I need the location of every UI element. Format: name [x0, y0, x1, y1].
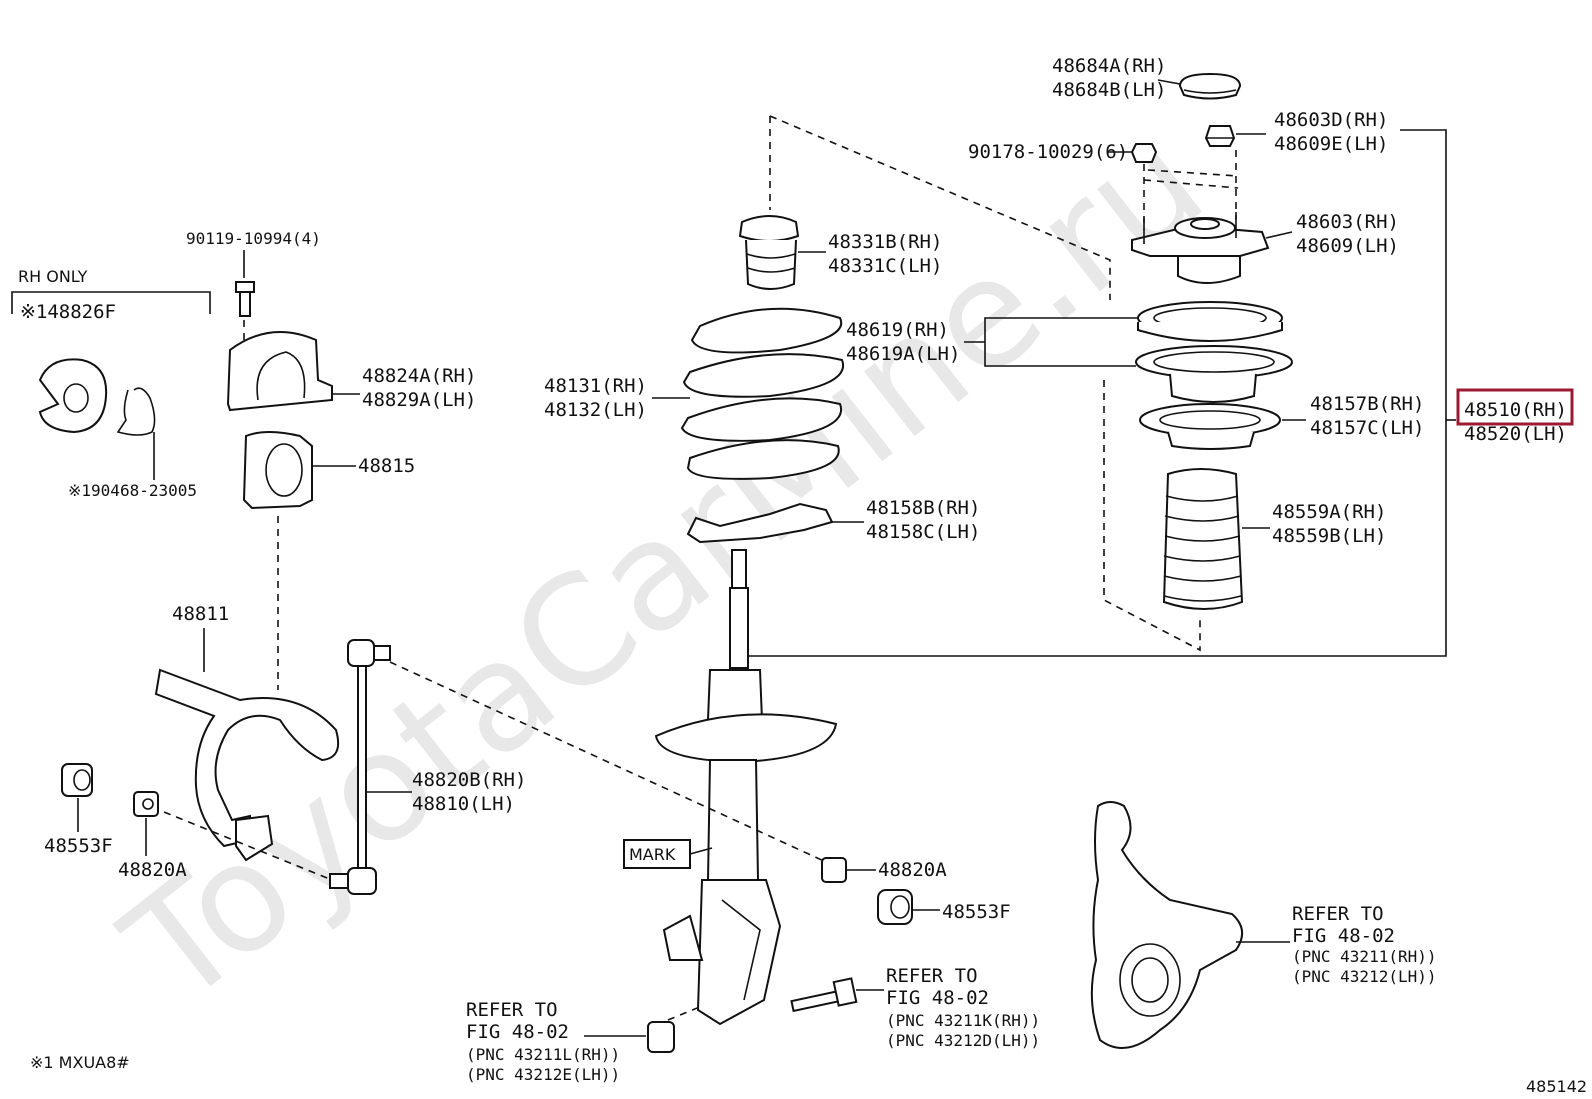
label-48331b: 48331B(RH): [828, 231, 942, 253]
bearing-48619[interactable]: [1137, 301, 1283, 342]
steering-knuckle-43211[interactable]: [1090, 801, 1243, 1049]
label-48820b: 48820B(RH): [412, 769, 526, 791]
refer-knuckle-line4: (PNC 43212(LH)): [1292, 967, 1437, 986]
label-48553f-left: 48553F: [44, 835, 113, 857]
label-48603: 48603(RH): [1296, 211, 1399, 233]
refer-nut-line4: (PNC 43212E(LH)): [466, 1065, 620, 1084]
insulator-48157[interactable]: [1139, 403, 1281, 450]
refer-knuckle-line3: (PNC 43211(RH)): [1292, 947, 1437, 966]
label-48619: 48619(RH): [846, 319, 949, 341]
refer-knuckle-line2: FIG 48-02: [1292, 925, 1395, 947]
label-48520: 48520(LH): [1464, 423, 1567, 445]
label-48157c: 48157C(LH): [1310, 417, 1424, 439]
rh-only-label: RH ONLY: [18, 267, 88, 286]
nut-90178[interactable]: [1130, 143, 1158, 163]
refer-bolt-line4: (PNC 43212D(LH)): [886, 1031, 1040, 1050]
footnote: ※1 MXUA8#: [30, 1053, 130, 1072]
label-48158c: 48158C(LH): [866, 521, 980, 543]
nut-48603d[interactable]: [1204, 125, 1236, 147]
insulator-48158[interactable]: [686, 502, 834, 544]
stabilizer-link-48820b[interactable]: [329, 639, 391, 895]
label-90119: 90119-10994(4): [186, 229, 321, 248]
nut-48820a-right[interactable]: [821, 857, 847, 883]
label-48331c: 48331C(LH): [828, 255, 942, 277]
label-48815: 48815: [358, 455, 415, 477]
refer-bolt-line2: FIG 48-02: [886, 987, 989, 1009]
mark-label: MARK: [629, 845, 676, 864]
label-48559a: 48559A(RH): [1272, 501, 1386, 523]
figure-number: 485142: [1526, 1077, 1587, 1096]
highlight-box-48510: [1456, 388, 1574, 426]
label-48684b: 48684B(LH): [1052, 79, 1166, 101]
refer-bolt-line1: REFER TO: [886, 965, 978, 987]
support-48603[interactable]: [1131, 212, 1270, 284]
label-48820a-right: 48820A: [878, 859, 947, 881]
bushing-48815[interactable]: [242, 431, 313, 510]
refer-knuckle-line1: REFER TO: [1292, 903, 1384, 925]
label-48158b: 48158B(RH): [866, 497, 980, 519]
nut-48820a-left[interactable]: [133, 791, 159, 817]
nut-43211l[interactable]: [647, 1021, 675, 1053]
label-48131: 48131(RH): [544, 375, 647, 397]
label-48684a: 48684A(RH): [1052, 55, 1166, 77]
stabilizer-bar-48811[interactable]: [154, 668, 340, 862]
bushing-48553f-right[interactable]: [877, 889, 913, 925]
label-48553f-right: 48553F: [942, 901, 1011, 923]
bracket-48824[interactable]: [226, 331, 333, 412]
label-48609: 48609(LH): [1296, 235, 1399, 257]
label-48824a: 48824A(RH): [362, 365, 476, 387]
coil-spring-48131[interactable]: [680, 307, 845, 480]
label-48132: 48132(LH): [544, 399, 647, 421]
refer-nut-line1: REFER TO: [466, 999, 558, 1021]
clip-90468[interactable]: [116, 387, 156, 480]
label-48811: 48811: [172, 603, 229, 625]
label-90178: 90178-10029(6): [968, 141, 1128, 163]
label-48603d: 48603D(RH): [1274, 109, 1388, 131]
label-48810: 48810(LH): [412, 793, 515, 815]
label-48820a-left: 48820A: [118, 859, 187, 881]
label-90468: ※190468-23005: [68, 481, 197, 500]
refer-bolt-line3: (PNC 43211K(RH)): [886, 1011, 1040, 1030]
label-48559b: 48559B(LH): [1272, 525, 1386, 547]
cap-48684[interactable]: [1178, 72, 1242, 100]
label-48826f: ※148826F: [20, 301, 116, 323]
refer-nut-line3: (PNC 43211L(RH)): [466, 1045, 620, 1064]
label-48609e: 48609E(LH): [1274, 133, 1388, 155]
bumper-48331[interactable]: [738, 215, 800, 290]
label-48157b: 48157B(RH): [1310, 393, 1424, 415]
label-48619a: 48619A(LH): [846, 343, 960, 365]
bearing-48619a[interactable]: [1135, 345, 1293, 403]
bushing-48553f-left[interactable]: [61, 763, 93, 797]
bolt-43211k[interactable]: [790, 977, 858, 1013]
bolt-90119[interactable]: [235, 281, 255, 317]
cover-48826f[interactable]: [38, 358, 108, 434]
refer-nut-line2: FIG 48-02: [466, 1021, 569, 1043]
bellows-48559[interactable]: [1162, 468, 1244, 610]
label-48510[interactable]: 48510(RH): [1464, 399, 1567, 421]
label-48829a: 48829A(LH): [362, 389, 476, 411]
